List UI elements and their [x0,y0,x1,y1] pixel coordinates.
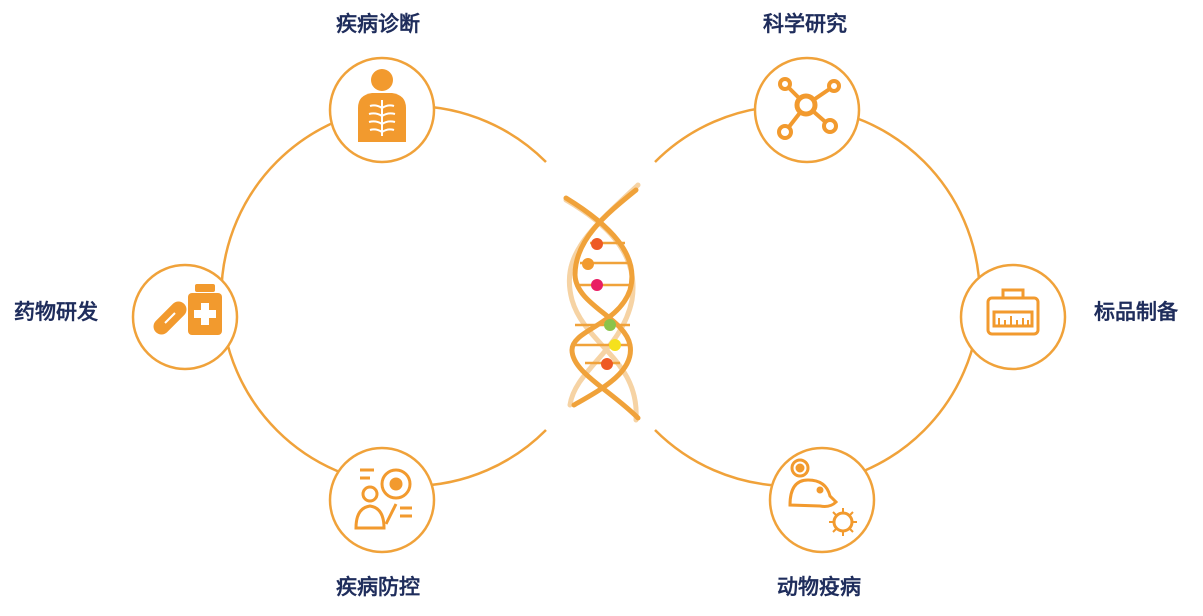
person-virus-clipboard-icon [354,468,412,530]
label-standard-preparation: 标品制备 [1094,300,1178,324]
node-disease-control [328,446,436,554]
lab-ruler-box-icon [986,288,1040,336]
node-disease-diagnosis [328,56,436,164]
label-animal-disease: 动物疫病 [777,575,861,599]
human-chest-xray-icon [358,69,406,142]
label-disease-diagnosis: 疾病诊断 [336,12,420,36]
dna-base-dot [601,358,613,370]
dna-base-dot [609,339,621,351]
dna-base-dot [582,258,594,270]
node-standard-preparation [959,263,1067,371]
node-scientific-research [753,56,861,164]
label-disease-control: 疾病防控 [336,575,420,599]
right-ring [654,104,981,488]
medicine-pill-bottle-icon [153,284,222,335]
dna-base-dot [591,279,603,291]
dna-base-dot [604,319,616,331]
label-drug-development: 药物研发 [14,300,98,324]
node-animal-disease [768,446,876,554]
dna-base-dot [591,238,603,250]
dna-helix-icon [563,182,641,423]
label-scientific-research: 科学研究 [763,12,847,36]
node-drug-development [131,263,239,371]
molecule-network-icon [777,77,841,140]
mouse-virus-icon [788,458,857,536]
